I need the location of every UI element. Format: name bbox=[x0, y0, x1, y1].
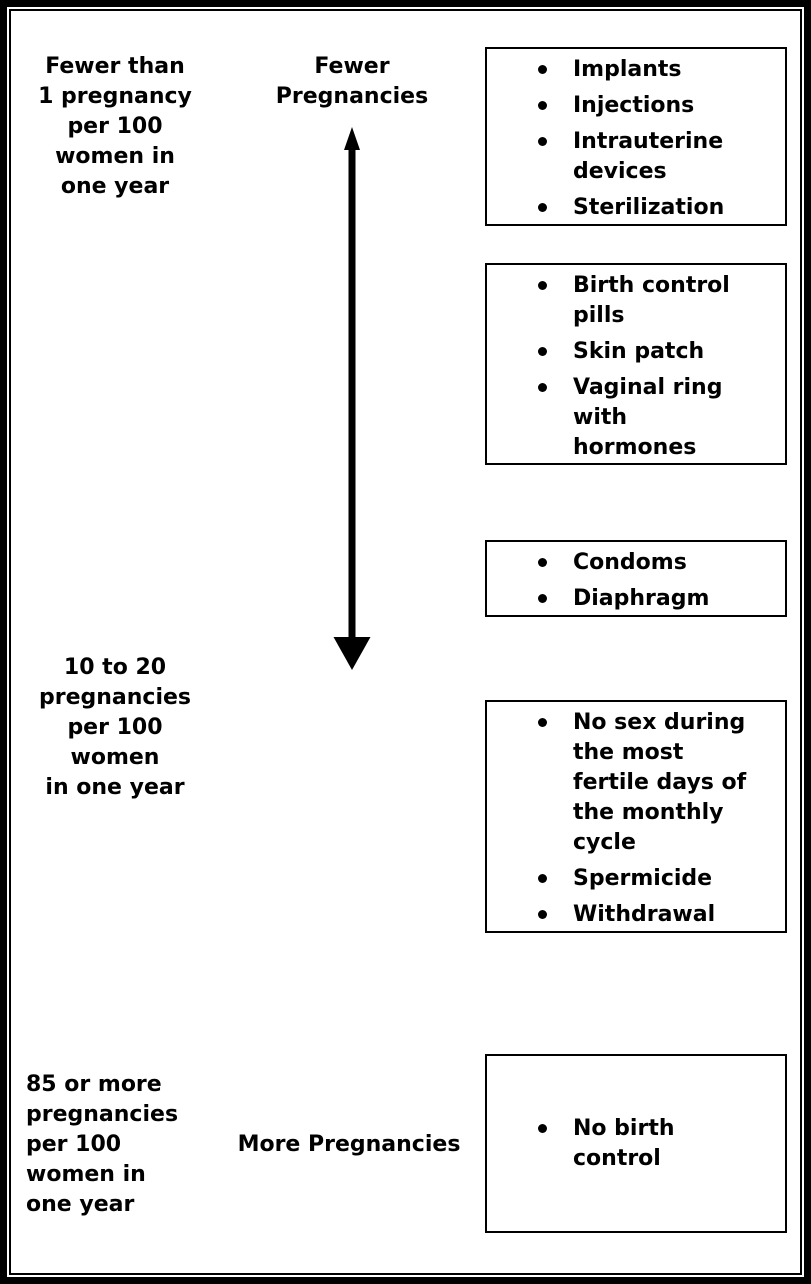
bullet-icon bbox=[538, 137, 547, 146]
list-item: Skin patch bbox=[487, 337, 785, 367]
method-box-5: No birth control bbox=[485, 1054, 787, 1233]
rate-label-fewest-pregnancies: Fewer than 1 pregnancy per 100 women in … bbox=[38, 54, 192, 199]
method-label: Skin patch bbox=[573, 339, 705, 364]
method-label: No birth control bbox=[573, 1115, 675, 1171]
list-item: Spermicide bbox=[487, 864, 785, 894]
list-item: Condoms bbox=[487, 548, 785, 578]
bullet-icon bbox=[538, 1123, 547, 1133]
method-box-2: Birth control pills Skin patch Vaginal r… bbox=[485, 263, 787, 465]
list-item: Sterilization bbox=[487, 193, 785, 223]
list-item: Intrauterine devices bbox=[487, 127, 785, 187]
bullet-icon bbox=[538, 347, 547, 356]
list-item: No birth control bbox=[487, 1114, 785, 1174]
method-label: Condoms bbox=[573, 550, 687, 575]
method-label: Withdrawal bbox=[573, 902, 716, 927]
fewer-to-more-arrow-icon bbox=[330, 118, 374, 678]
bullet-icon bbox=[538, 874, 547, 883]
method-label: Injections bbox=[573, 93, 695, 118]
axis-label-fewer-pregnancies: Fewer Pregnancies bbox=[275, 54, 429, 109]
axis-label-more-pregnancies: More Pregnancies bbox=[237, 1132, 461, 1157]
list-item: Withdrawal bbox=[487, 900, 785, 930]
method-label: Implants bbox=[573, 57, 682, 82]
method-box-4: No sex during the most fertile days of t… bbox=[485, 700, 787, 933]
bullet-icon bbox=[538, 203, 547, 212]
list-item: Birth control pills bbox=[487, 271, 785, 331]
method-list: No sex during the most fertile days of t… bbox=[487, 708, 785, 930]
method-list: No birth control bbox=[487, 1114, 785, 1174]
bullet-icon bbox=[538, 594, 547, 603]
method-label: Vaginal ring with hormones bbox=[573, 375, 723, 460]
method-label: Diaphragm bbox=[573, 586, 710, 611]
list-item: Diaphragm bbox=[487, 584, 785, 614]
method-label: No sex during the most fertile days of t… bbox=[573, 710, 747, 855]
bullet-icon bbox=[538, 718, 547, 727]
list-item: Injections bbox=[487, 91, 785, 121]
method-label: Spermicide bbox=[573, 866, 713, 891]
method-list: Birth control pills Skin patch Vaginal r… bbox=[487, 271, 785, 463]
method-label: Sterilization bbox=[573, 195, 725, 220]
method-box-1: Implants Injections Intrauterine devices… bbox=[485, 47, 787, 226]
method-list: Condoms Diaphragm bbox=[487, 548, 785, 614]
method-list: Implants Injections Intrauterine devices… bbox=[487, 55, 785, 223]
bullet-icon bbox=[538, 558, 547, 567]
method-label: Birth control pills bbox=[573, 273, 730, 328]
bullet-icon bbox=[538, 910, 547, 919]
bullet-icon bbox=[538, 101, 547, 110]
method-box-3: Condoms Diaphragm bbox=[485, 540, 787, 617]
list-item: Vaginal ring with hormones bbox=[487, 373, 785, 463]
method-label: Intrauterine devices bbox=[573, 129, 724, 184]
bullet-icon bbox=[538, 65, 547, 74]
list-item: Implants bbox=[487, 55, 785, 85]
rate-label-most-pregnancies: 85 or more pregnancies per 100 women in … bbox=[26, 1072, 179, 1217]
list-item: No sex during the most fertile days of t… bbox=[487, 708, 785, 858]
bullet-icon bbox=[538, 281, 547, 290]
bullet-icon bbox=[538, 383, 547, 392]
rate-label-mid-pregnancies: 10 to 20 pregnancies per 100 women in on… bbox=[38, 655, 192, 800]
